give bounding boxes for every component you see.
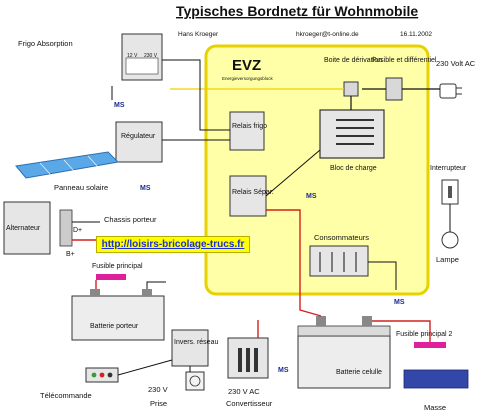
- alternateur-box: [3, 201, 51, 255]
- batterie-porteur-box: [71, 295, 165, 341]
- masse-label: Masse: [424, 403, 446, 412]
- plug-icon: [439, 83, 457, 99]
- convertisseur-230v-label: 230 V AC: [228, 387, 260, 396]
- author-email: hkroeger@t-online.de: [296, 31, 359, 38]
- solar-panel-grid: [63, 159, 75, 172]
- consommateurs-label: Consommateurs: [314, 233, 369, 242]
- b-plus-label: B+: [66, 251, 75, 258]
- lampe-label: Lampe: [436, 255, 459, 264]
- batterie-cellule-box: [297, 335, 391, 389]
- masse-bus: [403, 369, 469, 389]
- author-name: Hans Kroeger: [178, 31, 219, 38]
- regulateur-box: [115, 121, 163, 163]
- d-plus-label: D+: [73, 227, 82, 234]
- wire-fusible-2: [372, 320, 431, 342]
- frigo-230v: 230 V: [144, 53, 158, 59]
- convertisseur-heatsink: [246, 348, 250, 372]
- ms-bloc-charge: MS: [306, 193, 317, 200]
- batterie-porteur-terminal: [90, 289, 100, 296]
- relais-frigo-box: [229, 111, 265, 151]
- solar-panel-grid: [87, 155, 99, 168]
- frigo-12v: 12 V: [127, 53, 138, 59]
- batterie-porteur-label: Batterie porteur: [90, 323, 139, 330]
- diagram-title: Typisches Bordnetz für Wohnmobile: [176, 3, 418, 19]
- regulateur-label: Régulateur: [121, 133, 156, 140]
- telecommande-led: [99, 372, 105, 378]
- batterie-cellule-label: Batterie celulle: [336, 369, 382, 376]
- solar-panel: [15, 151, 120, 179]
- batterie-cellule-terminal: [316, 316, 326, 326]
- alternateur-terminals: [59, 209, 73, 247]
- frigo-label: Frigo Absorption: [18, 39, 73, 48]
- evz-title: EVZ: [232, 57, 261, 74]
- prise-230v-socket-face: [189, 375, 201, 387]
- bloc-de-charge-label: Bloc de charge: [330, 165, 377, 172]
- consommateurs-fusebox: [309, 245, 369, 277]
- evz-subtitle: Energieversorgungsblock: [222, 76, 274, 81]
- volt-230-ac-label: 230 Volt AC: [436, 59, 476, 68]
- batterie-cellule-lid: [297, 325, 391, 337]
- interrupteur-toggle: [448, 186, 452, 198]
- chassis-porteur-label: Chassis porteur: [104, 215, 157, 224]
- ms-convertisseur: MS: [278, 367, 289, 374]
- ms-consommateurs: MS: [394, 299, 405, 306]
- lampe-bulb: [441, 231, 459, 249]
- wire-consommateurs: [368, 261, 397, 290]
- panneau-solaire-label: Panneau solaire: [54, 183, 108, 192]
- telecommande-led: [107, 372, 113, 378]
- batterie-cellule-terminal: [362, 316, 372, 326]
- ms-regulateur: MS: [140, 185, 151, 192]
- relais-frigo-label: Relais frigo: [232, 123, 267, 130]
- boite-derivation-box: [343, 81, 359, 97]
- fusible-principal-label: Fusible principal: [92, 263, 143, 270]
- evz-block: [204, 44, 430, 296]
- fusible-differentiel-label: Fusible et différentiel: [372, 57, 437, 64]
- wire-relais-bloc: [265, 149, 321, 197]
- invers-reseau-box: [171, 329, 209, 367]
- invers-reseau-label: Invers. réseau: [174, 339, 218, 346]
- wire-frigo: [162, 59, 230, 131]
- prise-230v-label: 230 V: [148, 385, 168, 394]
- batterie-porteur-terminal: [142, 289, 152, 296]
- convertisseur-heatsink: [254, 348, 258, 372]
- relais-separ-box: [229, 175, 267, 217]
- fusible-principal: [96, 274, 126, 280]
- bloc-de-charge-box: [319, 109, 385, 159]
- telecommande-led: [91, 372, 97, 378]
- telecommande-label: Télécommande: [40, 391, 92, 400]
- boite-derivation-label: Boite de dérivation: [324, 57, 382, 64]
- fusible-differentiel-box: [385, 77, 403, 101]
- solar-panel-grid: [39, 162, 51, 175]
- wire-telecommande: [117, 359, 173, 376]
- alternateur-label: Alternateur: [6, 225, 41, 232]
- relais-separ-label: Relais Sépar.: [232, 189, 274, 196]
- prise-230v-socket: [185, 371, 205, 391]
- fusible-principal-2: [414, 342, 446, 348]
- convertisseur-heatsink: [238, 348, 242, 372]
- website-url-link[interactable]: http://loisirs-bricolage-trucs.fr: [96, 236, 250, 253]
- fusible-principal-2-label: Fusible principal 2: [396, 331, 453, 338]
- frigo-terminal: [125, 57, 159, 75]
- convertisseur-label: Convertisseur: [226, 399, 273, 408]
- diagram-date: 16.11.2002: [400, 31, 432, 38]
- prise-label: Prise: [150, 399, 167, 408]
- wire-batterie-porteur-ground: [146, 281, 166, 289]
- interrupteur-label: Interrupteur: [430, 165, 467, 172]
- wire-batterie-cellule: [266, 209, 322, 317]
- ms-frigo: MS: [114, 102, 125, 109]
